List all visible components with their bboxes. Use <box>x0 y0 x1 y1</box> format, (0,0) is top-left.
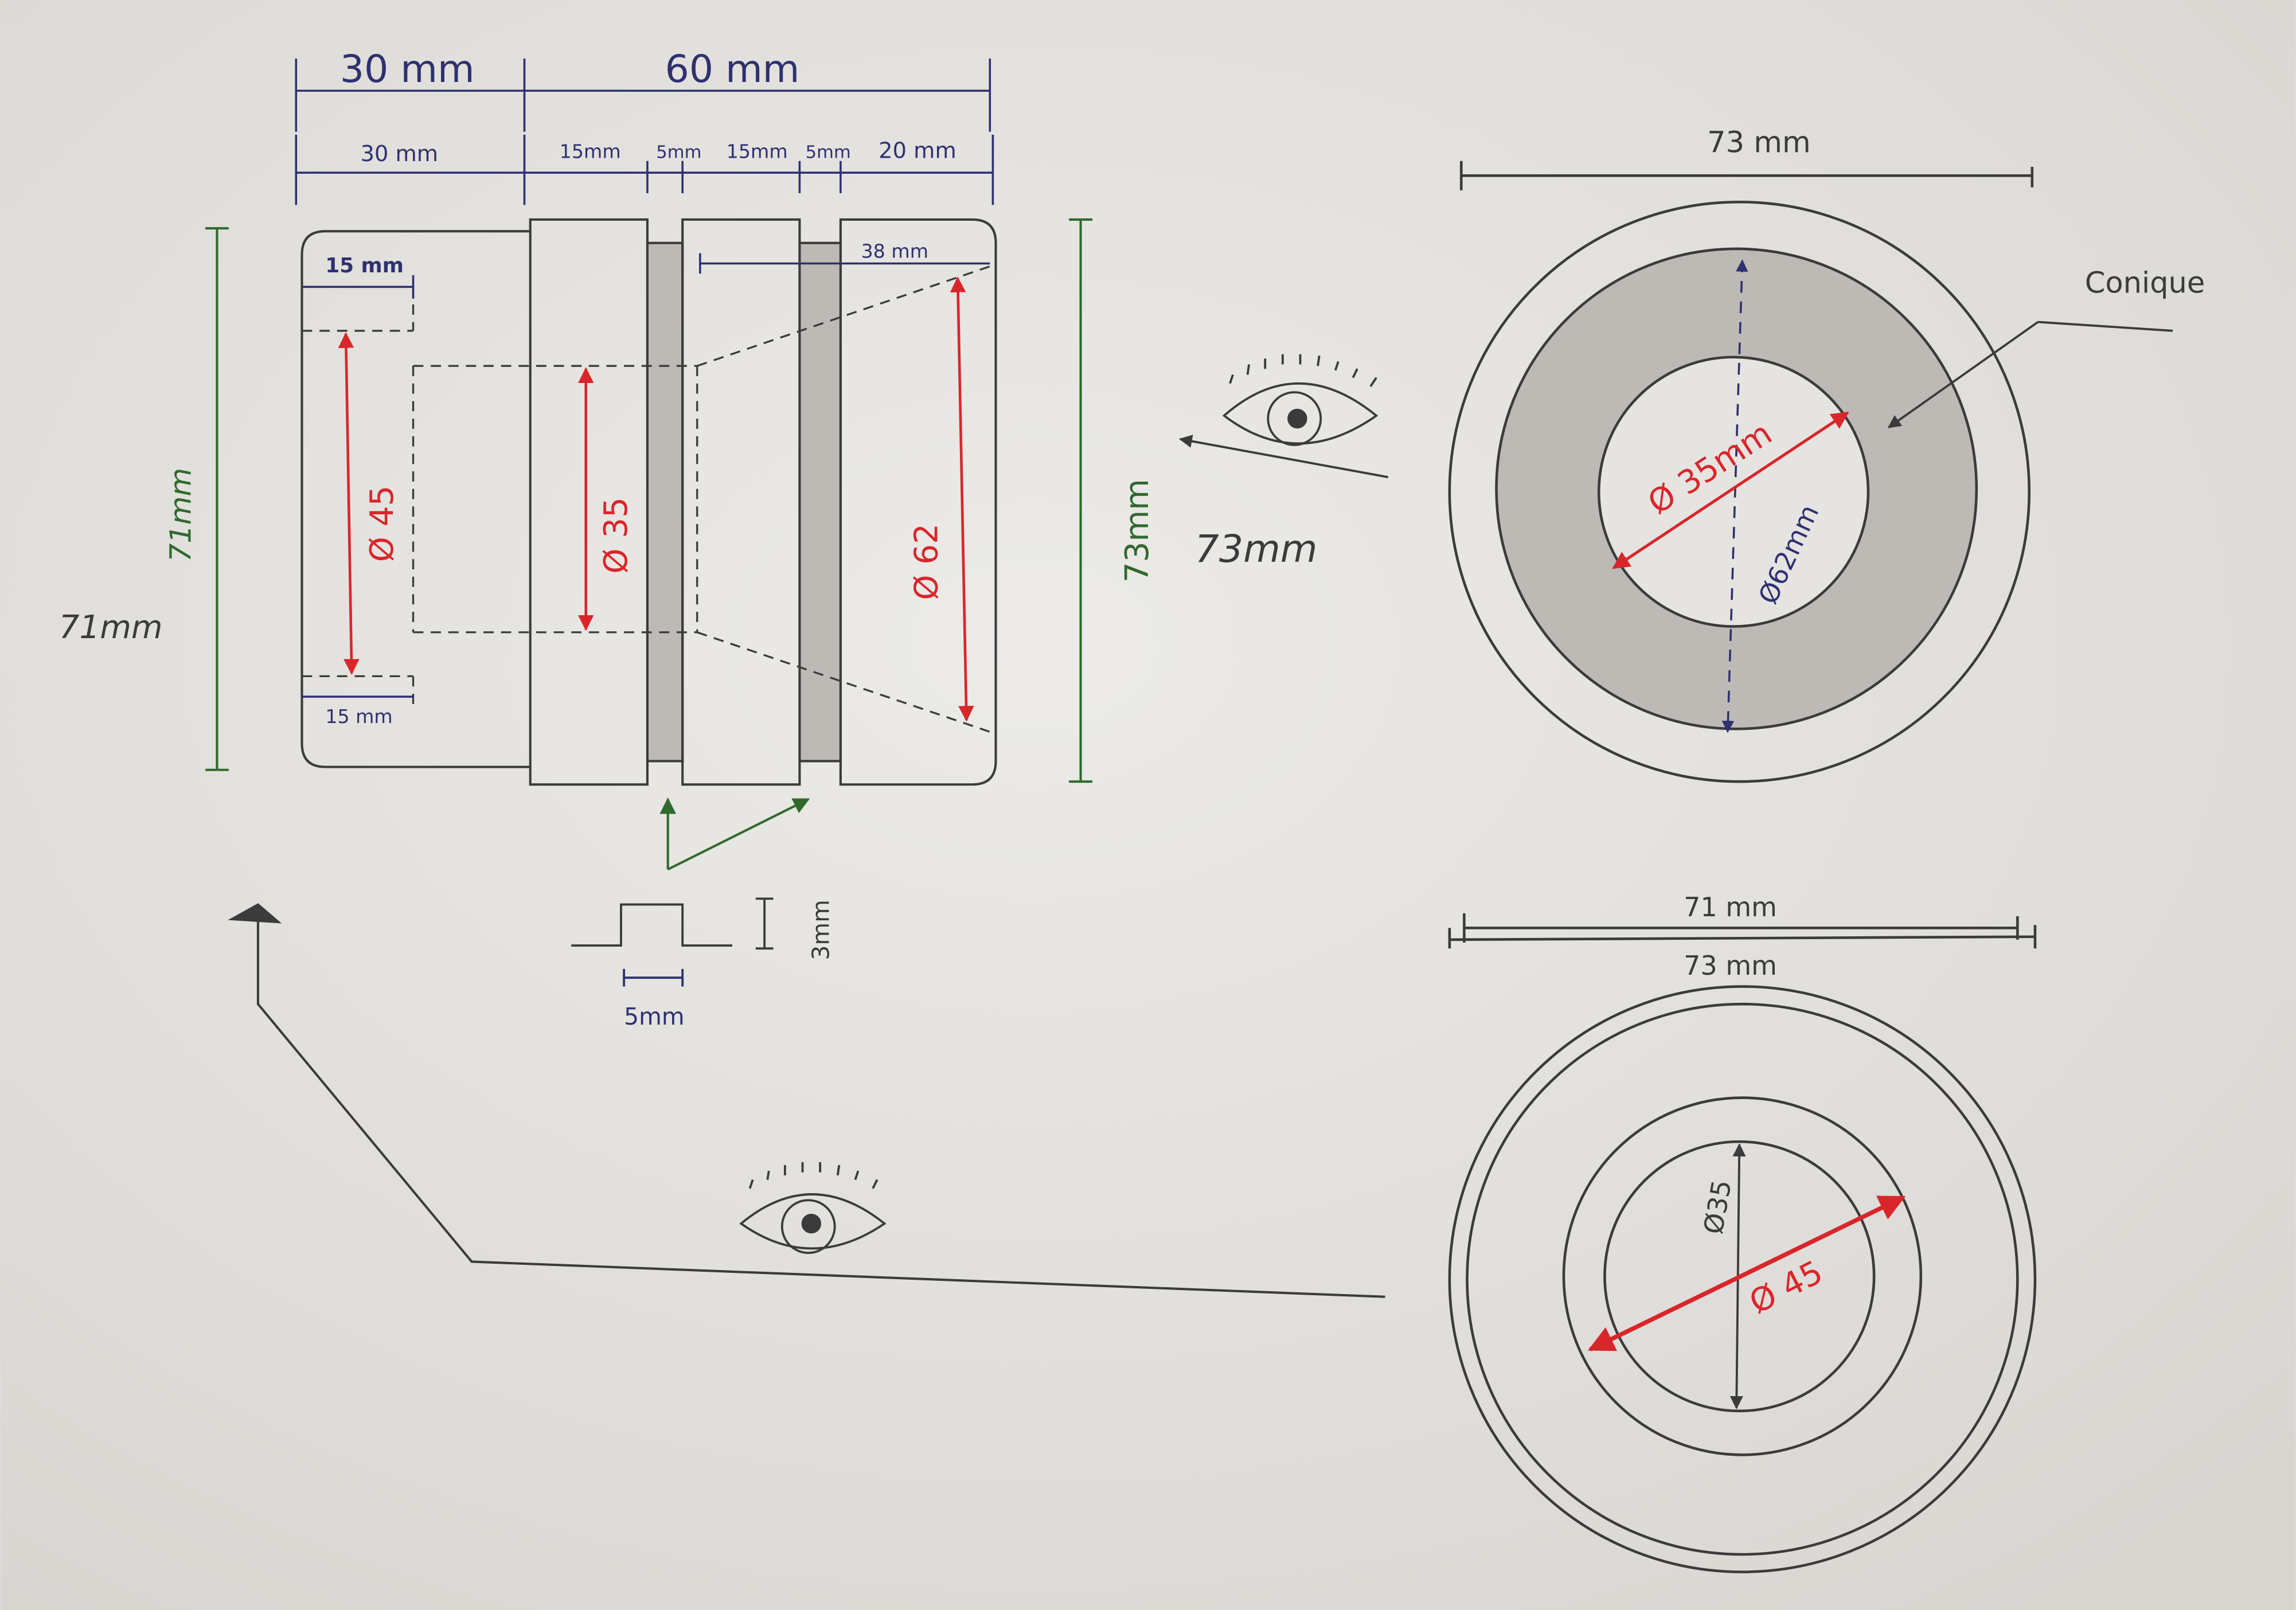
back-view <box>1448 913 2037 1573</box>
label-seg-5a: 5mm <box>656 143 701 163</box>
back-dia45-ring <box>1562 1096 1923 1456</box>
label-dia-62: Ø 62 <box>908 523 945 600</box>
top-dimension <box>295 58 994 205</box>
label-groove-depth: 3mm <box>807 900 835 960</box>
label-depth-top: 15 mm <box>325 254 404 278</box>
side-view <box>205 58 1092 987</box>
label-dia-35: Ø 35 <box>598 497 635 574</box>
right-cap-outline <box>839 218 997 786</box>
label-dia-45: Ø 45 <box>364 486 401 562</box>
front-bore <box>1597 355 1870 628</box>
conique-arrow <box>1887 321 2039 428</box>
conique-leader <box>2037 321 2173 332</box>
label-seg-15b: 15mm <box>727 140 788 163</box>
label-conique: Conique <box>2085 267 2205 300</box>
dia45-arrow <box>338 332 360 675</box>
front-dia35-arrow <box>1612 411 1849 569</box>
label-cone-38: 38 mm <box>861 240 928 262</box>
label-seg-20: 20 mm <box>878 138 956 164</box>
label-seg-15a: 15mm <box>560 140 621 163</box>
back-outer-ring-1 <box>1448 985 2037 1573</box>
height-lines <box>205 218 1092 783</box>
label-back-73: 73 mm <box>1684 950 1777 981</box>
groove-callout <box>659 797 810 871</box>
hidden-lines <box>302 265 990 733</box>
eye-icon <box>228 903 1385 1298</box>
eye-icon <box>1178 354 1388 479</box>
label-height-right-green: 73mm <box>1119 479 1156 583</box>
label-seg-5b: 5mm <box>806 143 851 163</box>
depth-marks <box>302 253 990 698</box>
groove-2 <box>798 241 842 763</box>
left-cap-outline <box>300 230 530 768</box>
label-groove-width: 5mm <box>624 1003 685 1030</box>
groove-profile <box>571 897 774 987</box>
groove-1 <box>646 241 684 763</box>
back-outer-ring-2 <box>1466 1002 2019 1556</box>
label-front-73: 73 mm <box>1707 126 1811 159</box>
front-outer-ring <box>1448 200 2031 783</box>
side-view-labels: 30 mm 60 mm 30 mm 15mm 5mm 15mm 5mm 20 m… <box>59 46 1318 1030</box>
front-view <box>1448 161 2173 783</box>
dia62-arrow <box>950 276 974 722</box>
back-dia45-arrow <box>1587 1195 1906 1352</box>
label-height-left-green: 71mm <box>165 468 198 562</box>
label-height-right-dark: 73mm <box>1195 526 1318 571</box>
label-height-left-dark: 71mm <box>59 609 163 646</box>
label-top-30: 30 mm <box>340 46 475 91</box>
label-depth-bottom: 15 mm <box>325 705 392 728</box>
label-back-71: 71 mm <box>1684 892 1777 923</box>
label-top-60: 60 mm <box>665 46 800 91</box>
view-path-line <box>256 916 1385 1298</box>
label-seg-30: 30 mm <box>361 141 438 167</box>
